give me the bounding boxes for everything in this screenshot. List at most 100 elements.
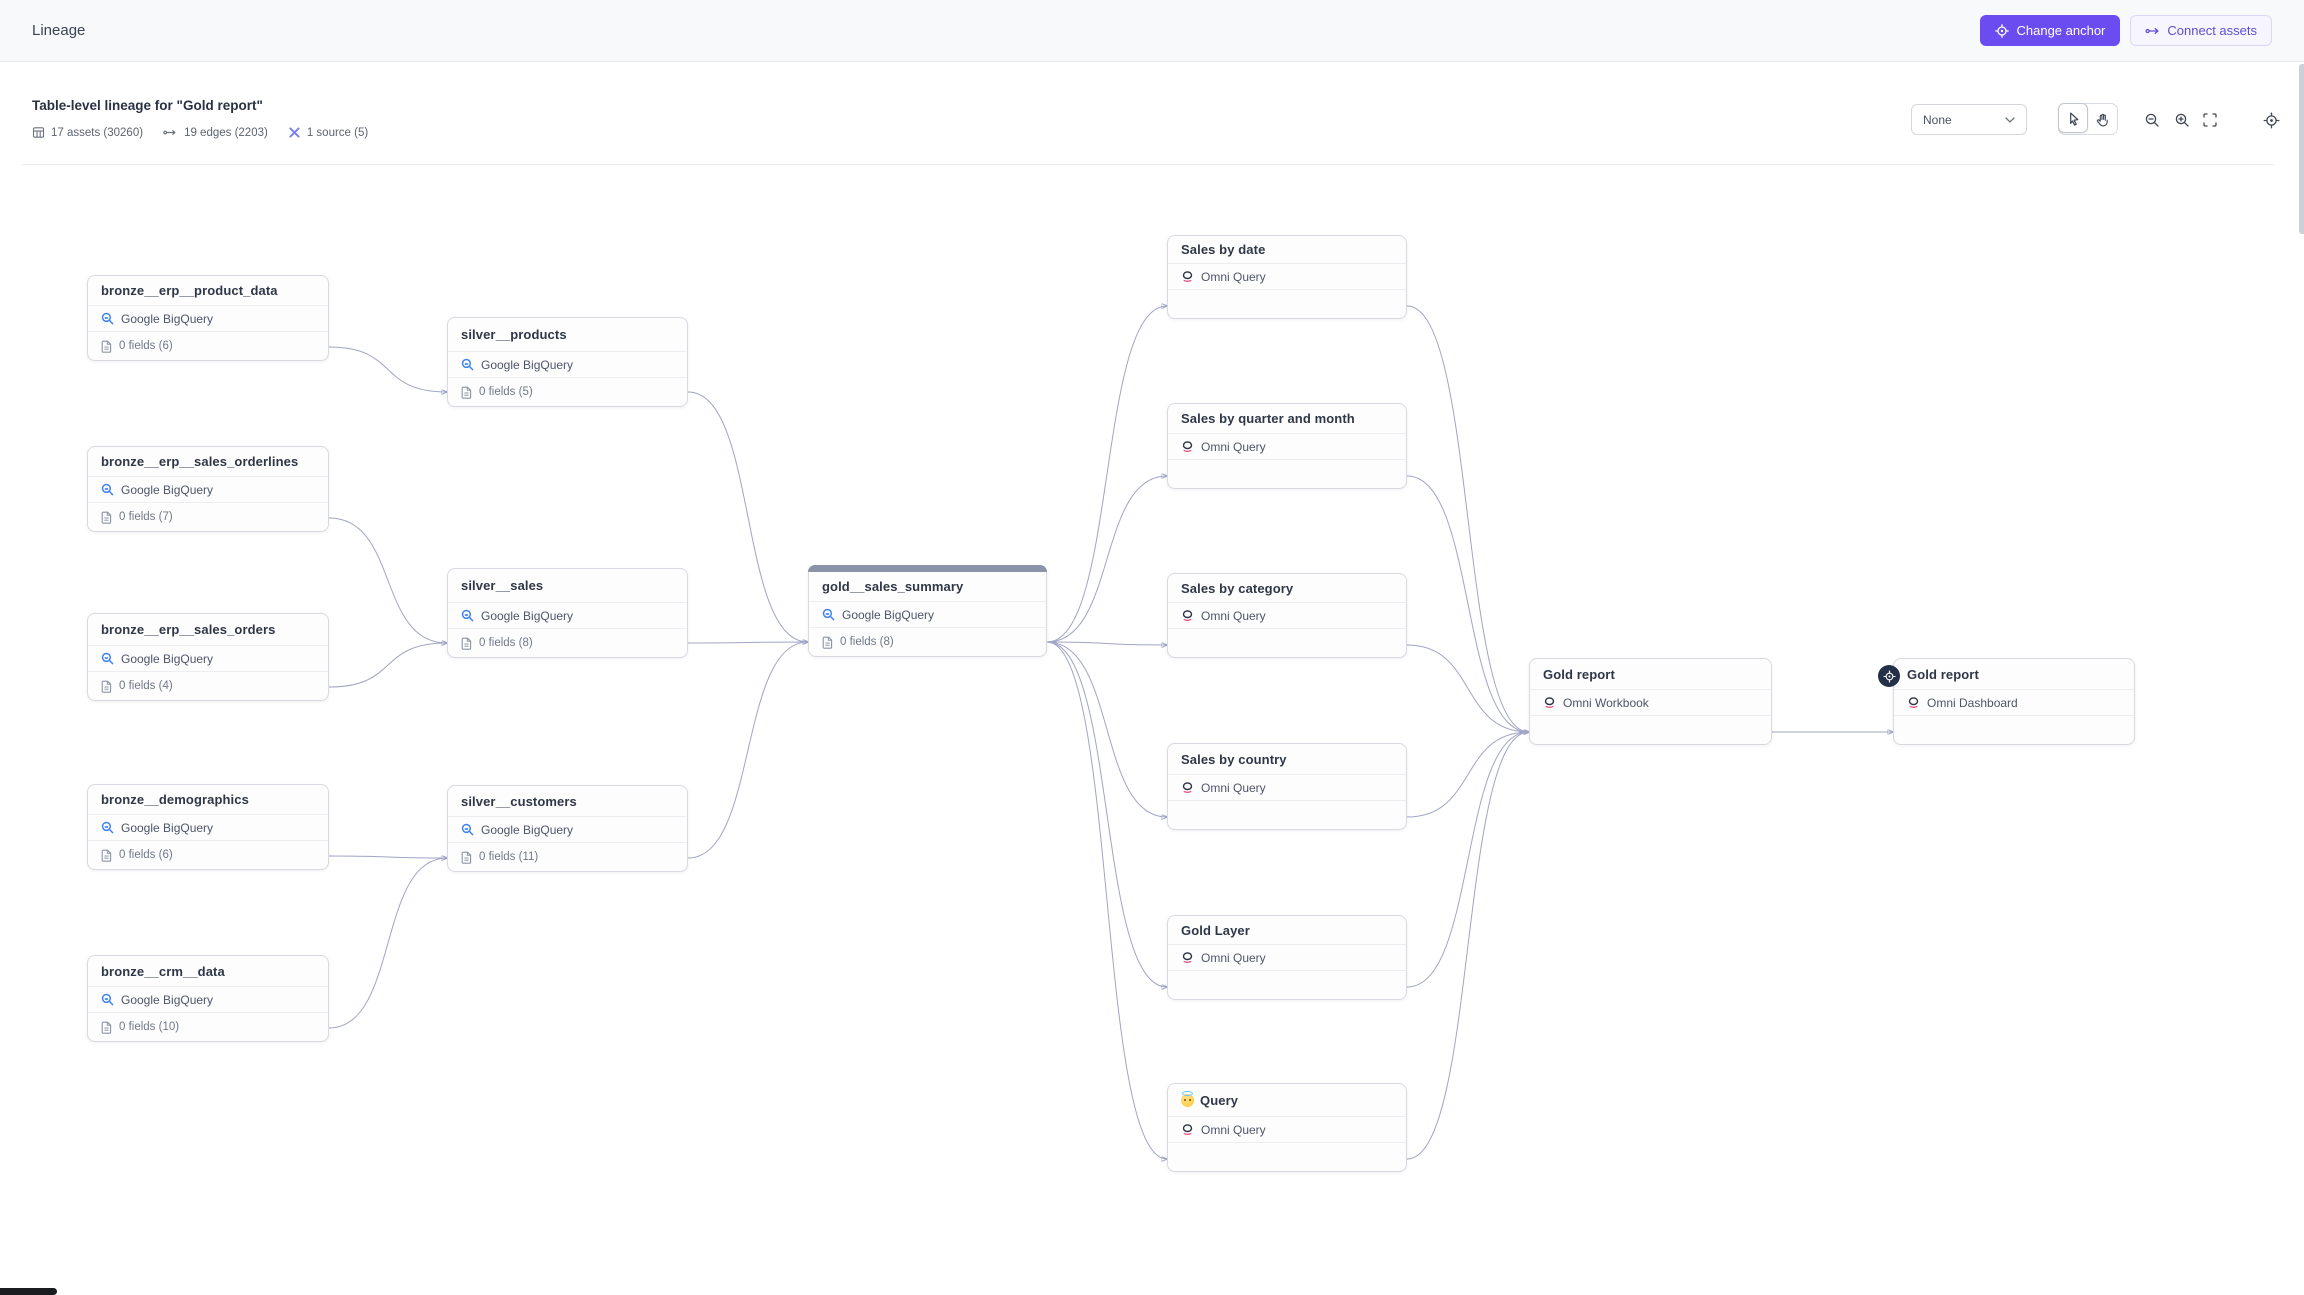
lineage-edge[interactable]	[328, 346, 447, 392]
zoom-in-icon	[2174, 112, 2191, 129]
lineage-edge[interactable]	[687, 391, 808, 642]
node-connector-row: Google BigQuery	[448, 352, 687, 378]
bigquery-icon	[822, 608, 835, 621]
node-fields-row: 0 fields (4)	[88, 672, 328, 700]
node-connector-row: Omni Query	[1168, 264, 1406, 290]
lineage-edge[interactable]	[1406, 732, 1529, 818]
lineage-edge[interactable]	[687, 642, 808, 859]
fields-icon	[822, 636, 833, 649]
node-connector-row: Google BigQuery	[809, 602, 1046, 628]
node-silver_sales[interactable]: silver__sales Google BigQuery 0 fields (…	[447, 568, 688, 658]
node-connector-row: Omni Query	[1168, 775, 1406, 801]
omni-icon	[1181, 781, 1194, 794]
node-title-row: Sales by country	[1168, 744, 1406, 775]
node-sales_by_quarter_and_month[interactable]: Sales by quarter and month Omni Query	[1167, 403, 1407, 489]
lineage-edge[interactable]	[1046, 306, 1167, 643]
lineage-edge[interactable]	[328, 856, 447, 858]
fields-icon	[101, 1021, 112, 1034]
connector-label: Google BigQuery	[481, 822, 574, 837]
fields-count-label: 0 fields (5)	[479, 386, 533, 398]
node-gold_report_dashboard[interactable]: Gold report Omni Dashboard	[1878, 658, 2135, 745]
pointer-mode-toggle	[2058, 103, 2118, 135]
lineage-edge[interactable]	[1406, 475, 1529, 732]
edge-icon	[163, 126, 178, 139]
connector-label: Google BigQuery	[121, 992, 214, 1007]
connector-label: Omni Query	[1201, 439, 1266, 454]
lineage-edge[interactable]	[687, 642, 808, 643]
node-title: bronze__erp__sales_orders	[101, 622, 276, 637]
node-bronze_erp_sales_orders[interactable]: bronze__erp__sales_orders Google BigQuer…	[87, 613, 329, 701]
node-silver_products[interactable]: silver__products Google BigQuery 0 field…	[447, 317, 688, 407]
node-silver_customers[interactable]: silver__customers Google BigQuery 0 fiel…	[447, 785, 688, 872]
node-gold_layer[interactable]: Gold Layer Omni Query	[1167, 915, 1407, 1000]
assets-stat-label: 17 assets (30260)	[51, 126, 144, 139]
node-title: Gold report	[1907, 666, 1979, 682]
node-title: bronze__demographics	[101, 792, 249, 807]
node-query[interactable]: Query Omni Query	[1167, 1083, 1407, 1172]
node-connector-row: Google BigQuery	[88, 477, 328, 503]
lineage-edge[interactable]	[1406, 305, 1529, 732]
fields-count-label: 0 fields (7)	[119, 511, 173, 523]
node-title: Sales by country	[1181, 751, 1287, 767]
zoom-in-button[interactable]	[2173, 111, 2191, 129]
lineage-filter-select[interactable]: None	[1911, 104, 2027, 135]
node-title-row: silver__sales	[448, 569, 687, 603]
connector-label: Google BigQuery	[481, 608, 574, 623]
node-title: bronze__erp__sales_orderlines	[101, 454, 299, 469]
node-connector-row: Google BigQuery	[448, 603, 687, 629]
vertical-scrollbar-thumb[interactable]	[2299, 64, 2304, 234]
lineage-edge[interactable]	[1406, 732, 1529, 988]
node-sales_by_category[interactable]: Sales by category Omni Query	[1167, 573, 1407, 658]
node-gold_sales_summary[interactable]: gold__sales_summary Google BigQuery 0 fi…	[808, 565, 1047, 657]
node-fields-row	[1168, 290, 1406, 318]
lineage-edge[interactable]	[1046, 641, 1167, 987]
node-title: Sales by quarter and month	[1181, 411, 1355, 426]
node-connector-row: Omni Query	[1168, 603, 1406, 629]
lineage-edge[interactable]	[328, 643, 447, 688]
select-cursor-button[interactable]	[2058, 103, 2088, 133]
zoom-out-icon	[2144, 112, 2161, 129]
node-fields-row	[1168, 1143, 1406, 1171]
node-title-row: bronze__crm__data	[88, 956, 328, 987]
node-title: silver__sales	[461, 578, 544, 593]
fullscreen-button[interactable]	[2201, 111, 2219, 129]
node-gold_report_workbook[interactable]: Gold report Omni Workbook	[1529, 658, 1772, 745]
node-title-row: bronze__demographics	[88, 785, 328, 815]
lineage-edge[interactable]	[1046, 641, 1167, 645]
lineage-edge[interactable]	[1046, 476, 1167, 643]
fields-icon	[101, 849, 112, 862]
fields-icon	[461, 637, 472, 650]
node-bronze_erp_product_data[interactable]: bronze__erp__product_data Google BigQuer…	[87, 275, 329, 361]
fields-icon	[461, 386, 472, 399]
lineage-edge[interactable]	[1046, 641, 1167, 1159]
lineage-edge[interactable]	[328, 858, 447, 1029]
connector-label: Omni Query	[1201, 780, 1266, 795]
fullscreen-icon	[2202, 112, 2218, 128]
node-connector-row: Omni Query	[1168, 945, 1406, 971]
change-anchor-button[interactable]: Change anchor	[1980, 15, 2121, 46]
node-title-row: silver__customers	[448, 786, 687, 817]
connect-assets-button[interactable]: Connect assets	[2130, 15, 2272, 46]
locate-anchor-button[interactable]	[2262, 111, 2280, 129]
lineage-edge[interactable]	[328, 517, 447, 643]
zoom-out-button[interactable]	[2143, 111, 2161, 129]
connector-label: Omni Query	[1201, 1122, 1266, 1137]
lineage-edge[interactable]	[1406, 732, 1529, 1160]
bigquery-icon	[101, 483, 114, 496]
connector-label: Google BigQuery	[121, 651, 214, 666]
horizontal-scrollbar-thumb[interactable]	[0, 1288, 57, 1295]
top-app-bar: Lineage Change anchor Connect assets	[0, 0, 2304, 62]
lineage-edge[interactable]	[1046, 641, 1167, 817]
omni-icon	[1907, 696, 1920, 709]
fields-count-label: 0 fields (8)	[840, 636, 894, 648]
connector-label: Google BigQuery	[121, 482, 214, 497]
node-bronze_erp_sales_orderlines[interactable]: bronze__erp__sales_orderlines Google Big…	[87, 446, 329, 532]
pan-hand-button[interactable]	[2087, 104, 2117, 134]
node-sales_by_date[interactable]: Sales by date Omni Query	[1167, 235, 1407, 319]
node-title: silver__customers	[461, 793, 577, 809]
lineage-edge[interactable]	[1406, 644, 1529, 732]
node-bronze_demographics[interactable]: bronze__demographics Google BigQuery 0 f…	[87, 784, 329, 870]
node-sales_by_country[interactable]: Sales by country Omni Query	[1167, 743, 1407, 830]
node-bronze_crm_data[interactable]: bronze__crm__data Google BigQuery 0 fiel…	[87, 955, 329, 1042]
filter-selected-value: None	[1923, 112, 1952, 127]
